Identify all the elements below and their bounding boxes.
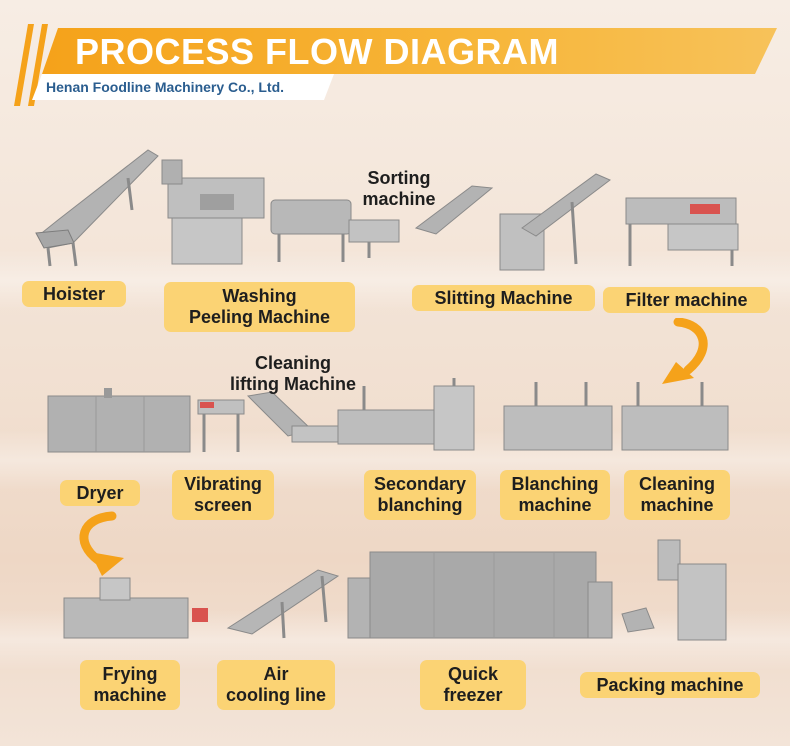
label-text: Dryer [76,482,124,503]
vibrating-screen-machine [197,391,339,452]
label-text: Sorting [367,168,431,188]
cleaning-machine [621,382,729,451]
label-frying: Frying machine [80,660,180,710]
label-text: Peeling Machine [188,307,331,327]
label-vibrating: Vibrating screen [172,470,274,520]
label-quick-freezer: Quick freezer [420,660,526,710]
label-hoister: Hoister [22,281,126,307]
label-packing: Packing machine [580,672,760,698]
label-slitting: Slitting Machine [412,285,595,311]
label-text: machine [93,685,167,705]
label-text: Washing [222,286,297,306]
label-text: Quick [447,664,499,684]
label-text: cooling line [225,685,326,705]
label-text: Cleaning [254,353,331,373]
label-text: machine [362,189,436,209]
label-cleaning-lifting: Cleaning lifting Machine [222,353,364,395]
label-dryer: Dryer [60,480,140,506]
flow-arrow-icon [79,511,124,576]
label-text: lifting Machine [230,374,356,394]
label-cleaning: Cleaning machine [624,470,730,520]
flow-arrow-icon [662,318,708,384]
blanching-machine [503,382,613,451]
company-bar [32,74,334,100]
label-text: Packing machine [596,674,744,695]
label-air-cooling: Air cooling line [217,660,335,710]
washing-peeling-machine [161,159,265,265]
label-text: blanching [377,495,463,515]
label-washing-peeling: Washing Peeling Machine [164,282,355,332]
label-text: Frying [102,664,158,684]
label-text: Hoister [42,283,105,304]
company-name: Henan Foodline Machinery Co., Ltd. [46,79,285,95]
quick-freezer-machine [347,551,613,639]
label-text: Air [263,664,289,684]
stripe-decoration-icon [14,24,48,106]
filter-machine [625,197,739,266]
label-blanching: Blanching machine [500,470,610,520]
label-text: machine [640,495,714,515]
slitting-machine [414,173,611,271]
label-filter: Filter machine [603,287,770,313]
label-text: Cleaning [638,474,715,494]
label-sorting: Sorting machine [354,168,444,210]
label-text: Vibrating [184,474,262,494]
frying-machine [63,577,208,639]
label-text: machine [518,495,592,515]
label-secondary-blanching: Secondary blanching [364,470,476,520]
label-text: Filter machine [625,289,748,310]
hoister-machine [35,149,159,267]
title-banner [42,28,777,74]
label-text: Secondary [373,474,467,494]
label-text: Slitting Machine [434,287,573,308]
label-text: Blanching [511,474,599,494]
sorting-machine [270,199,400,262]
air-cooling-line [226,569,340,639]
page-title: PROCESS FLOW DIAGRAM [75,31,559,72]
secondary-blanching-machine [337,378,475,451]
label-text: screen [193,495,253,515]
label-text: freezer [443,685,503,705]
dryer-machine [47,388,191,453]
packing-machine [621,539,727,641]
